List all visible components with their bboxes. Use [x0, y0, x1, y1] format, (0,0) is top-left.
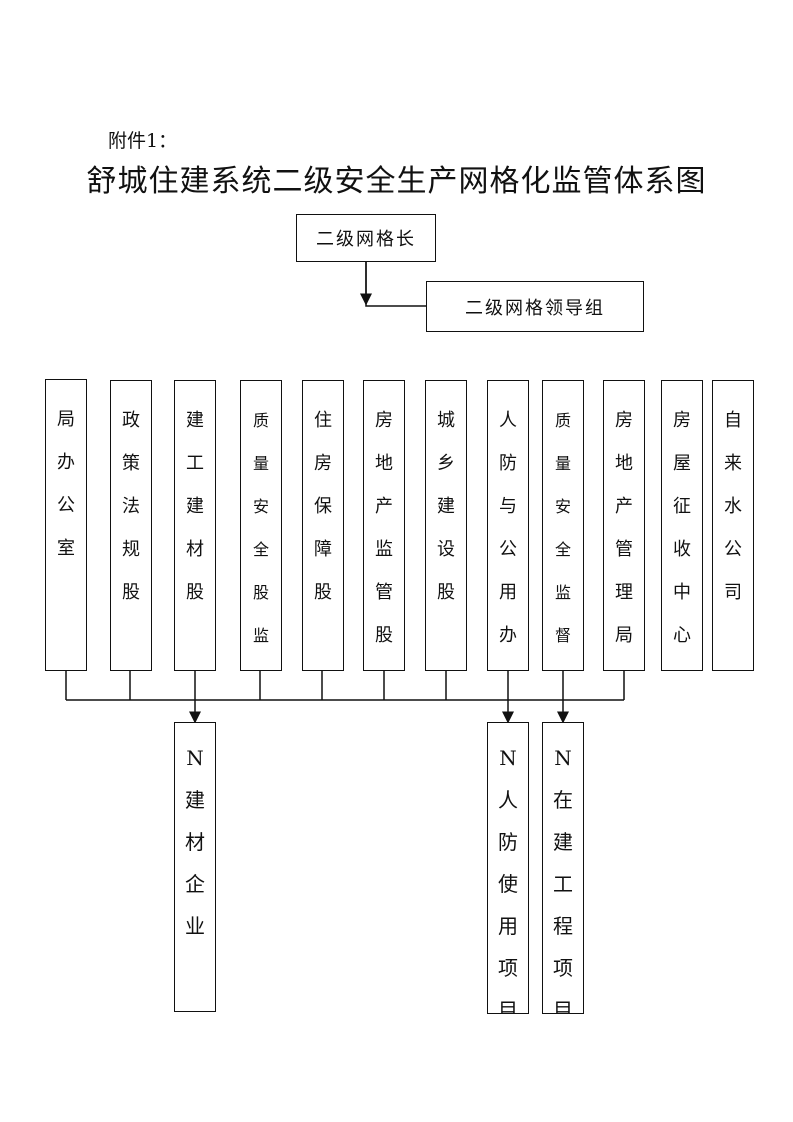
page-title: 舒城住建系统二级安全生产网格化监管体系图: [86, 164, 707, 199]
unit-box-real-estate-supervision: 房 地 产 监 管 股: [363, 380, 405, 671]
unit-label: 政 策 法 规 股: [122, 410, 140, 603]
attachment-label: 附件1：: [108, 130, 178, 152]
unit-label: 房 地 产 监 管 股: [375, 410, 393, 646]
unit-box-urban-rural: 城 乡 建 设 股: [425, 380, 467, 671]
unit-label: 局 办 公 室: [57, 409, 75, 559]
target-box-construction-projects: N 在 建 工 程 项 目: [542, 722, 584, 1014]
unit-label: 自 来 水 公 司: [724, 410, 742, 603]
unit-box-bureau-office: 局 办 公 室: [45, 379, 87, 671]
unit-label: 住 房 保 障 股: [314, 410, 332, 603]
target-box-building-material-enterprise: N 建 材 企 业: [174, 722, 216, 1012]
unit-box-real-estate-bureau: 房 地 产 管 理 局: [603, 380, 645, 671]
unit-label: 质 量 安 全 股 监 督: [252, 411, 269, 670]
unit-box-construction-material: 建 工 建 材 股: [174, 380, 216, 671]
unit-box-civil-defense: 人 防 与 公 用 办: [487, 380, 529, 671]
unit-label: 房 地 产 管 理 局: [615, 410, 633, 646]
unit-label: 建 工 建 材 股: [186, 410, 204, 603]
unit-box-policy-law: 政 策 法 规 股: [110, 380, 152, 671]
target-label: N 人 防 使 用 项 目: [498, 746, 518, 1014]
target-label: N 建 材 企 业: [185, 746, 205, 938]
unit-box-expropriation-center: 房 屋 征 收 中 心: [661, 380, 703, 671]
unit-box-water-company: 自 来 水 公 司: [712, 380, 754, 671]
unit-label: 人 防 与 公 用 办: [499, 410, 517, 646]
grid-leader-box: 二级网格长: [296, 214, 436, 262]
unit-label: 质 量 安 全 监 督 站: [554, 411, 571, 670]
unit-label: 城 乡 建 设 股: [437, 410, 455, 603]
target-box-civil-defense-projects: N 人 防 使 用 项 目: [487, 722, 529, 1014]
unit-drops: [65, 670, 625, 701]
leading-group-box: 二级网格领导组: [426, 281, 644, 332]
unit-label: 房 屋 征 收 中 心: [673, 410, 691, 646]
leading-group-label: 二级网格领导组: [465, 297, 605, 319]
unit-box-quality-safety-section: 质 量 安 全 股 监 督: [240, 380, 282, 671]
grid-leader-label: 二级网格长: [316, 229, 416, 250]
target-label: N 在 建 工 程 项 目: [553, 746, 573, 1014]
leader-connector: [365, 262, 426, 307]
unit-box-quality-safety-station: 质 量 安 全 监 督 站: [542, 380, 584, 671]
unit-box-housing-security: 住 房 保 障 股: [302, 380, 344, 671]
